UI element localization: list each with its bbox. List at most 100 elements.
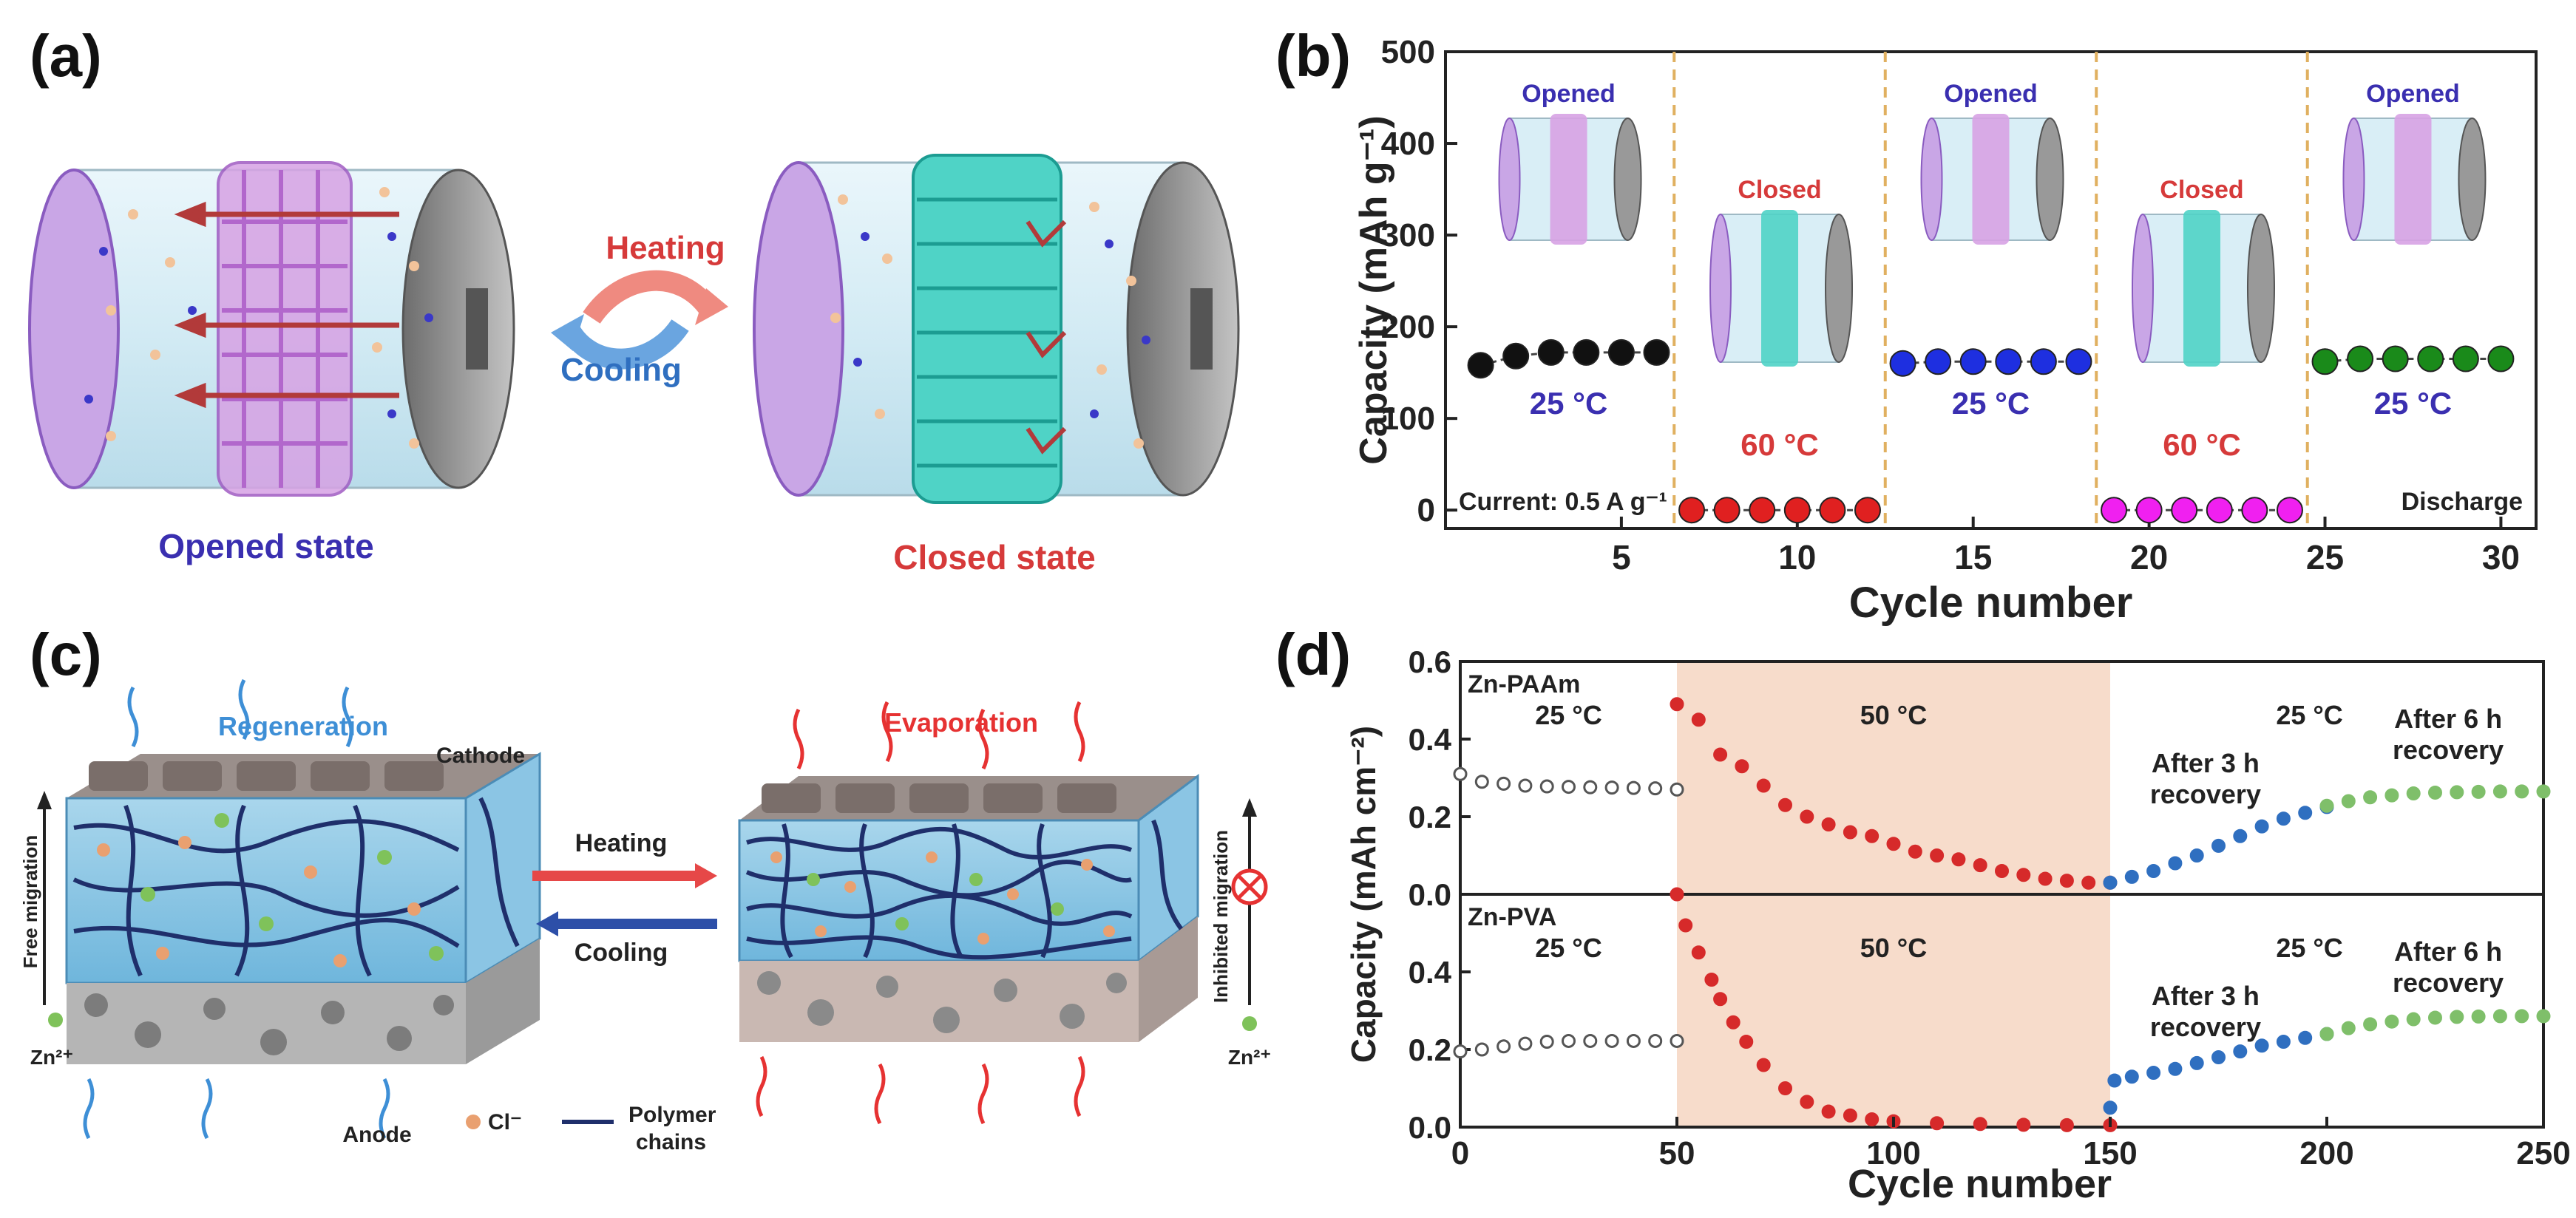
data-point-d-1-3-5 bbox=[2428, 1010, 2442, 1025]
mini-tube-end-2 bbox=[1920, 118, 1943, 241]
data-point-d-1-0-6 bbox=[1583, 1033, 1598, 1048]
temp-label-b-3: 60 °C bbox=[2163, 427, 2241, 462]
data-point-d-0-1-0 bbox=[1670, 697, 1684, 712]
data-point-b-0-3 bbox=[1573, 338, 1600, 366]
data-point-d-1-1-2 bbox=[1691, 945, 1706, 960]
current-note-b: Current: 0.5 A g⁻¹ bbox=[1459, 488, 1667, 516]
data-point-d-0-1-3 bbox=[1735, 759, 1749, 774]
data-point-d-1-1-9 bbox=[1800, 1095, 1814, 1109]
state-label-b-3: Closed bbox=[2160, 176, 2243, 204]
data-point-d-0-0-3 bbox=[1518, 778, 1533, 793]
data-point-b-4-5 bbox=[2487, 345, 2515, 372]
data-point-d-0-2-9 bbox=[2298, 806, 2313, 820]
cl-label: Cl⁻ bbox=[488, 1110, 522, 1134]
data-point-d-0-1-6 bbox=[1800, 809, 1814, 824]
state-label-b-1: Closed bbox=[1738, 176, 1821, 204]
data-point-b-0-5 bbox=[1643, 338, 1670, 366]
data-point-d-1-1-5 bbox=[1726, 1015, 1741, 1030]
x-tick-label-d-4: 200 bbox=[2299, 1135, 2353, 1171]
data-point-b-1-0 bbox=[1678, 497, 1706, 524]
data-point-d-0-0-4 bbox=[1539, 779, 1554, 794]
mini-tube-cap-4 bbox=[2458, 118, 2487, 241]
mini-tube-end-3 bbox=[2131, 214, 2154, 363]
state-label-b-4: Opened bbox=[2366, 80, 2460, 108]
data-point-b-4-1 bbox=[2347, 345, 2374, 372]
temp-label-b-4: 25 °C bbox=[2374, 386, 2453, 421]
polymer-label-2: chains bbox=[636, 1130, 706, 1154]
state-label-b-2: Opened bbox=[1944, 80, 2038, 108]
data-point-d-0-2-6 bbox=[2233, 829, 2248, 843]
mini-tube-end-1 bbox=[1709, 214, 1732, 363]
rec2-line1-d-0: After 6 h bbox=[2394, 704, 2502, 734]
data-point-d-1-1-6 bbox=[1739, 1035, 1754, 1049]
panel-label-c: (c) bbox=[30, 622, 102, 687]
data-point-d-1-0-2 bbox=[1497, 1039, 1511, 1054]
data-point-d-1-0-1 bbox=[1474, 1042, 1489, 1057]
y-tick-label-b-4: 400 bbox=[1381, 126, 1435, 162]
data-point-b-2-0 bbox=[1889, 350, 1916, 377]
rec2-line1-d-1: After 6 h bbox=[2394, 936, 2502, 967]
rec2-line2-d-0: recovery bbox=[2393, 735, 2504, 765]
data-point-d-0-1-4 bbox=[1756, 778, 1771, 793]
temp-label-b-1: 60 °C bbox=[1741, 427, 1819, 462]
data-point-b-2-3 bbox=[1995, 348, 2022, 375]
mini-tube-end-4 bbox=[2342, 118, 2365, 241]
data-point-d-0-2-2 bbox=[2146, 864, 2161, 878]
subplot-name-d-0: Zn-PAAm bbox=[1468, 670, 1580, 698]
left-battery-stack bbox=[65, 678, 541, 1140]
heating-label-c: Heating bbox=[575, 829, 668, 857]
y-tick-label-d-1-0: 0.0 bbox=[1409, 1110, 1451, 1145]
data-point-d-0-3-8 bbox=[2492, 784, 2507, 799]
data-point-d-1-2-5 bbox=[2189, 1055, 2204, 1070]
data-point-d-0-3-6 bbox=[2450, 785, 2464, 800]
y-axis-label-b: Capacity (mAh g⁻¹) bbox=[1352, 115, 1395, 464]
x-tick-label-d-0: 0 bbox=[1451, 1135, 1469, 1171]
data-point-d-0-2-8 bbox=[2276, 812, 2291, 826]
data-point-d-1-3-6 bbox=[2450, 1010, 2464, 1024]
schematic-a: Opened state Heating Cooling Closed stat bbox=[28, 154, 1240, 576]
x-tick-label-b-1: 10 bbox=[1778, 538, 1816, 576]
data-point-d-1-1-1 bbox=[1678, 918, 1693, 933]
data-point-d-1-0-4 bbox=[1539, 1035, 1554, 1049]
data-point-b-4-0 bbox=[2311, 348, 2339, 375]
x-tick-label-b-0: 5 bbox=[1612, 538, 1631, 576]
x-tick-label-d-2: 100 bbox=[1866, 1135, 1920, 1171]
temp2-label-d-0: 50 °C bbox=[1860, 700, 1927, 730]
temp3-label-d-0: 25 °C bbox=[2276, 700, 2342, 730]
data-point-b-2-5 bbox=[2065, 348, 2092, 375]
data-point-d-1-1-12 bbox=[1865, 1112, 1880, 1126]
data-point-d-1-0-5 bbox=[1562, 1033, 1576, 1048]
subplot-name-d-1: Zn-PVA bbox=[1468, 903, 1556, 931]
x-axis-label-b: Cycle number bbox=[1849, 579, 2133, 627]
opened-state-label: Opened state bbox=[158, 527, 373, 565]
data-point-d-1-1-7 bbox=[1756, 1058, 1771, 1072]
data-point-b-1-5 bbox=[1854, 497, 1881, 524]
data-point-d-1-1-15 bbox=[1973, 1117, 1987, 1132]
data-point-d-1-1-0 bbox=[1670, 887, 1684, 902]
data-point-b-3-3 bbox=[2206, 497, 2233, 524]
mini-tube-cap-3 bbox=[2246, 214, 2275, 363]
data-point-d-1-3-10 bbox=[2536, 1009, 2551, 1024]
data-point-b-2-4 bbox=[2030, 348, 2057, 375]
x-tick-label-b-4: 25 bbox=[2306, 538, 2344, 576]
data-point-d-1-2-3 bbox=[2146, 1066, 2161, 1080]
polymer-label-1: Polymer bbox=[628, 1103, 716, 1127]
inhibited-migration-label: Inhibited migration bbox=[1210, 830, 1232, 1003]
data-point-d-1-1-10 bbox=[1821, 1104, 1836, 1119]
x-tick-label-b-5: 30 bbox=[2482, 538, 2520, 576]
data-point-d-0-3-1 bbox=[2341, 794, 2356, 809]
data-point-d-0-3-4 bbox=[2406, 786, 2421, 800]
data-point-b-0-2 bbox=[1537, 338, 1565, 366]
cl-ion-icon bbox=[466, 1115, 481, 1129]
zn-ion-icon-right bbox=[1242, 1016, 1257, 1031]
data-point-d-1-3-1 bbox=[2341, 1021, 2356, 1035]
data-point-b-0-0 bbox=[1467, 352, 1494, 379]
schematic-c: Regeneration Cathode Anode Free migratio… bbox=[19, 678, 1271, 1154]
data-point-d-0-1-1 bbox=[1691, 712, 1706, 727]
right-battery-stack bbox=[738, 701, 1199, 1125]
mini-membrane-3 bbox=[2183, 210, 2220, 367]
data-point-d-0-1-9 bbox=[1865, 829, 1880, 843]
data-point-d-0-0-0 bbox=[1453, 766, 1468, 781]
data-point-d-1-1-17 bbox=[2059, 1117, 2074, 1132]
